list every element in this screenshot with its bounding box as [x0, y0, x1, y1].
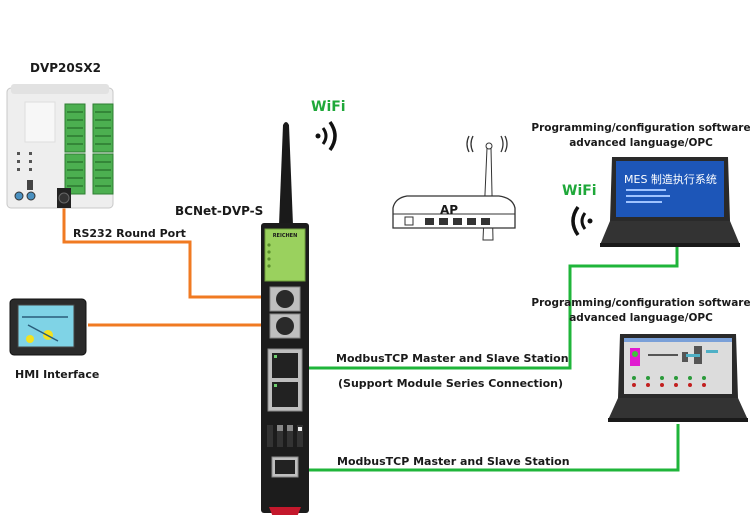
laptop-bottom-label-line1: Programming/configuration software [531, 297, 750, 309]
laptop-wifi-signal-icon [571, 205, 593, 237]
laptop-bottom-image [608, 334, 748, 422]
rs232-wire [62, 200, 282, 299]
laptop-wifi-label: WiFi [562, 183, 597, 199]
modbus-top-note: (Support Module Series Connection) [338, 377, 564, 390]
hmi-device-image [9, 298, 87, 356]
access-point-image [392, 135, 516, 241]
ethernet-wire-bottom [280, 424, 680, 472]
gateway-brand: REICHEN [273, 233, 298, 239]
modbus-bottom-label: ModbusTCP Master and Slave Station [337, 455, 570, 468]
gateway-label: BCNet-DVP-S [175, 204, 264, 218]
laptop-top-label-line1: Programming/configuration software [531, 122, 750, 134]
laptop-top-label-line2: advanced language/OPC [569, 137, 713, 149]
modbus-top-label: ModbusTCP Master and Slave Station [336, 352, 569, 365]
gateway-device-image: REICHEN [261, 122, 309, 515]
plc-device-image [6, 84, 114, 209]
hmi-label: HMI Interface [15, 368, 100, 381]
laptop-bottom-label-line2: advanced language/OPC [569, 312, 713, 324]
laptop-top-image: MES 制造执行系统 [600, 157, 740, 247]
access-point-label: AP [440, 203, 459, 217]
plc-label: DVP20SX2 [30, 61, 101, 75]
ethernet-wire-top [280, 246, 679, 370]
wifi-signal-icon [315, 120, 337, 152]
laptop-top-screen-title: MES 制造执行系统 [624, 172, 717, 186]
rs232-label: RS232 Round Port [73, 227, 186, 240]
gateway-wifi-label: WiFi [311, 99, 346, 115]
